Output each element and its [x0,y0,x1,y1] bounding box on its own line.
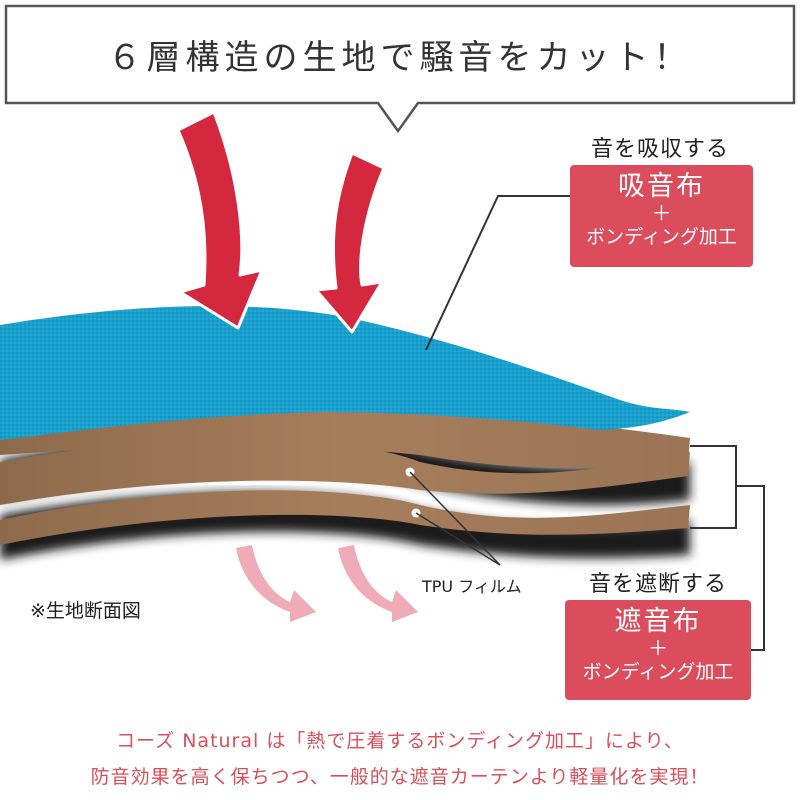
footer-line-2: 防音効果を高く保ちつつ、一般的な遮音カーテンより軽量化を実現！ [90,766,710,788]
tpu-film-label: TPU フィルム [422,577,522,596]
headline: ６層構造の生地で騒音をカット！ [107,38,693,78]
block-box-sub: ボンディング加工 [582,661,734,683]
absorb-box-plus: ＋ [651,201,672,225]
absorb-box-title: 吸音布 [618,171,705,202]
absorb-box-sub: ボンディング加工 [586,226,737,248]
tpu-leader-2 [415,512,501,566]
block-box: 遮音布 ＋ ボンディング加工 [565,600,751,700]
block-bracket [690,445,737,529]
block-leader-line [736,485,765,651]
absorb-leader-line [425,195,570,351]
brown-layer-bottom [0,490,690,545]
red-arrow-right [314,151,386,334]
block-box-title: 遮音布 [614,606,702,637]
blue-absorbing-fabric [0,306,690,440]
block-box-plus: ＋ [648,636,668,660]
brown-layer-middle [0,438,690,505]
tpu-leader-1 [409,471,501,566]
faded-arrow-right [338,545,418,622]
cross-section-note: ※生地断面図 [30,600,141,622]
speech-bubble [4,4,796,134]
faded-arrow-left [236,545,316,622]
absorb-heading: 音を吸収する [590,137,729,162]
block-heading: 音を遮断する [588,572,727,597]
absorb-box: 吸音布 ＋ ボンディング加工 [570,165,753,267]
red-arrow-left [176,110,264,330]
footer-line-1: コーズ Natural は「熱で圧着するボンディング加工」により、 [116,730,684,752]
